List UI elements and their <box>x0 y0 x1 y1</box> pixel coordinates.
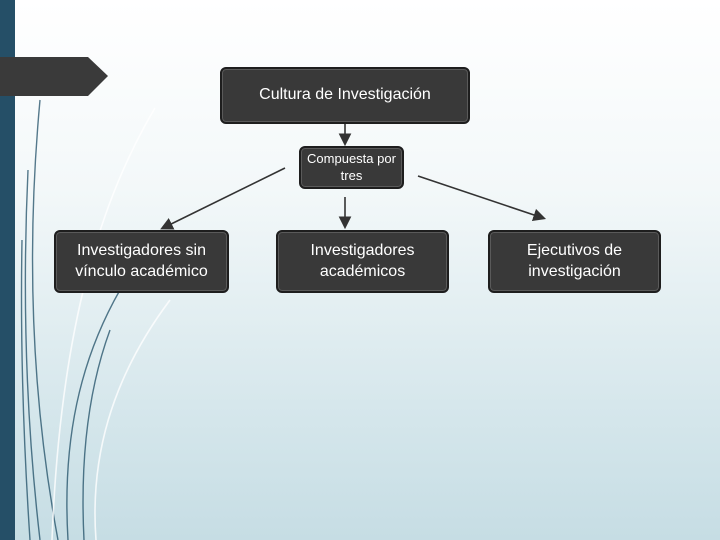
node-investigadores-academicos: Investigadores académicos <box>276 230 449 293</box>
node-cultura-de-investigacion: Cultura de Investigación <box>220 67 470 124</box>
arrow-to-child-left <box>163 168 285 228</box>
arrow-to-child-right <box>418 176 543 218</box>
node-child-label: Investigadores sin vínculo académico <box>60 241 223 283</box>
node-connector-label: Compuesta por tres <box>301 151 402 184</box>
node-child-label: Investigadores académicos <box>282 241 443 283</box>
node-child-label: Ejecutivos de investigación <box>494 241 655 283</box>
node-ejecutivos-de-investigacion: Ejecutivos de investigación <box>488 230 661 293</box>
node-investigadores-sin-vinculo: Investigadores sin vínculo académico <box>54 230 229 293</box>
node-root-label: Cultura de Investigación <box>259 85 431 106</box>
node-compuesta-por-tres: Compuesta por tres <box>299 146 404 189</box>
